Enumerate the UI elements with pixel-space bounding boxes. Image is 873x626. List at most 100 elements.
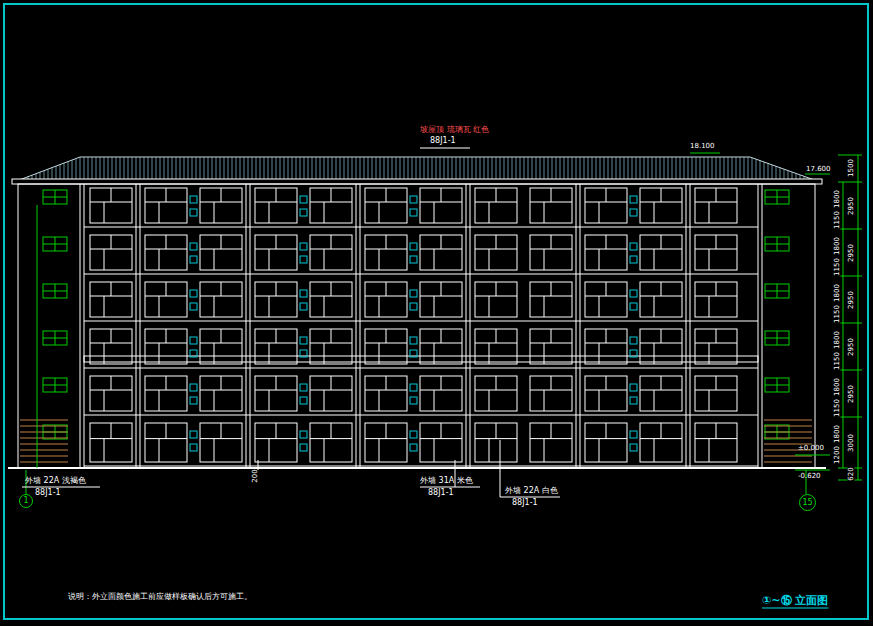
window-mullion — [709, 202, 710, 223]
window-mullion — [434, 296, 435, 317]
side-window-bar — [55, 331, 56, 345]
window-mullion — [276, 329, 277, 343]
window-mullion — [489, 202, 490, 223]
window-mullion — [489, 296, 490, 317]
roof-outline — [14, 157, 820, 182]
window-mullion — [324, 249, 325, 270]
roof-tile-hatch — [364, 157, 365, 179]
roof-tile-hatch — [40, 172, 41, 179]
window-mullion — [441, 235, 442, 249]
ac-unit — [190, 290, 197, 297]
window — [695, 235, 737, 270]
roof-tile-hatch — [744, 157, 745, 179]
leader-line — [420, 487, 480, 488]
window — [420, 329, 462, 364]
roof-tile-hatch — [88, 157, 89, 179]
window-mullion — [551, 235, 552, 249]
roof-tile-hatch — [268, 157, 269, 179]
window — [695, 329, 737, 364]
window — [145, 423, 187, 462]
roof-tile-hatch — [148, 157, 149, 179]
ac-unit — [300, 243, 307, 250]
roof-tile-hatch — [476, 157, 477, 179]
window-mullion — [496, 376, 497, 390]
roof-tile-hatch — [264, 157, 265, 179]
window-mullion — [111, 329, 112, 343]
window-mullion — [111, 282, 112, 296]
window-mullion — [654, 390, 655, 411]
roof-tile-hatch — [416, 157, 417, 179]
ac-unit — [410, 384, 417, 391]
window — [90, 376, 132, 411]
window-mullion — [104, 202, 105, 223]
roof-tile-hatch — [244, 157, 245, 179]
window — [145, 376, 187, 411]
roof-tile-hatch — [412, 157, 413, 179]
roof-tile-hatch — [108, 157, 109, 179]
roof-tile-hatch — [548, 157, 549, 179]
note-text: 88J1-1 — [35, 489, 61, 497]
dimension-tick — [838, 323, 862, 324]
window — [420, 376, 462, 411]
side-window-bar — [777, 190, 778, 204]
roof-tile-hatch — [232, 157, 233, 179]
roof-tile-hatch — [236, 157, 237, 179]
title-underline — [762, 608, 828, 609]
roof-tile-hatch — [472, 157, 473, 179]
roof-tile-hatch — [220, 157, 221, 179]
stair-step — [20, 420, 68, 421]
window-mullion — [434, 390, 435, 411]
window-mullion — [434, 202, 435, 223]
roof-tile-hatch — [208, 157, 209, 179]
window — [200, 235, 242, 270]
window — [365, 282, 407, 317]
window — [475, 282, 517, 317]
roof-tile-hatch — [544, 157, 545, 179]
dimension-tick — [838, 276, 862, 277]
roof-tile-hatch — [324, 157, 325, 179]
roof-tile-hatch — [292, 157, 293, 179]
dimension-text: 1150 — [834, 257, 841, 277]
roof-tile-hatch — [648, 157, 649, 179]
side-window — [765, 378, 789, 392]
window-mullion — [276, 188, 277, 202]
floor-line — [84, 415, 758, 416]
roof-tile-hatch — [704, 157, 705, 179]
dimension-text: 2950 — [848, 196, 855, 216]
window-mullion — [599, 343, 600, 364]
window-mullion — [111, 235, 112, 249]
window-mullion — [441, 376, 442, 390]
window-mullion — [166, 235, 167, 249]
roof-tile-hatch — [764, 162, 765, 179]
roof-tile-hatch — [384, 157, 385, 179]
roof-tile-hatch — [580, 157, 581, 179]
roof-tile-hatch — [480, 157, 481, 179]
window-mullion — [221, 329, 222, 343]
roof-tile-hatch — [84, 157, 85, 179]
side-window — [765, 331, 789, 345]
window-mullion — [331, 282, 332, 296]
window — [640, 188, 682, 223]
window-mullion — [104, 390, 105, 411]
axis-number: 15 — [802, 499, 812, 507]
window-mullion — [606, 423, 607, 439]
ac-unit — [410, 209, 417, 216]
window — [200, 423, 242, 462]
roof-tile-hatch — [652, 157, 653, 179]
roof-tile-hatch — [256, 157, 257, 179]
side-window-bar — [55, 237, 56, 251]
window-mullion — [269, 296, 270, 317]
roof-tile-hatch — [240, 157, 241, 179]
roof-tile-hatch — [92, 157, 93, 179]
roof-tile-hatch — [528, 157, 529, 179]
roof-tile-hatch — [168, 157, 169, 179]
dimension-tick — [838, 370, 862, 371]
window-mullion — [166, 329, 167, 343]
window-mullion — [331, 423, 332, 439]
roof-tile-hatch — [104, 157, 105, 179]
stair-step — [764, 462, 812, 463]
note-text: 18.100 — [690, 143, 715, 150]
window — [585, 329, 627, 364]
window-mullion — [159, 439, 160, 462]
roof-tile-hatch — [312, 157, 313, 179]
